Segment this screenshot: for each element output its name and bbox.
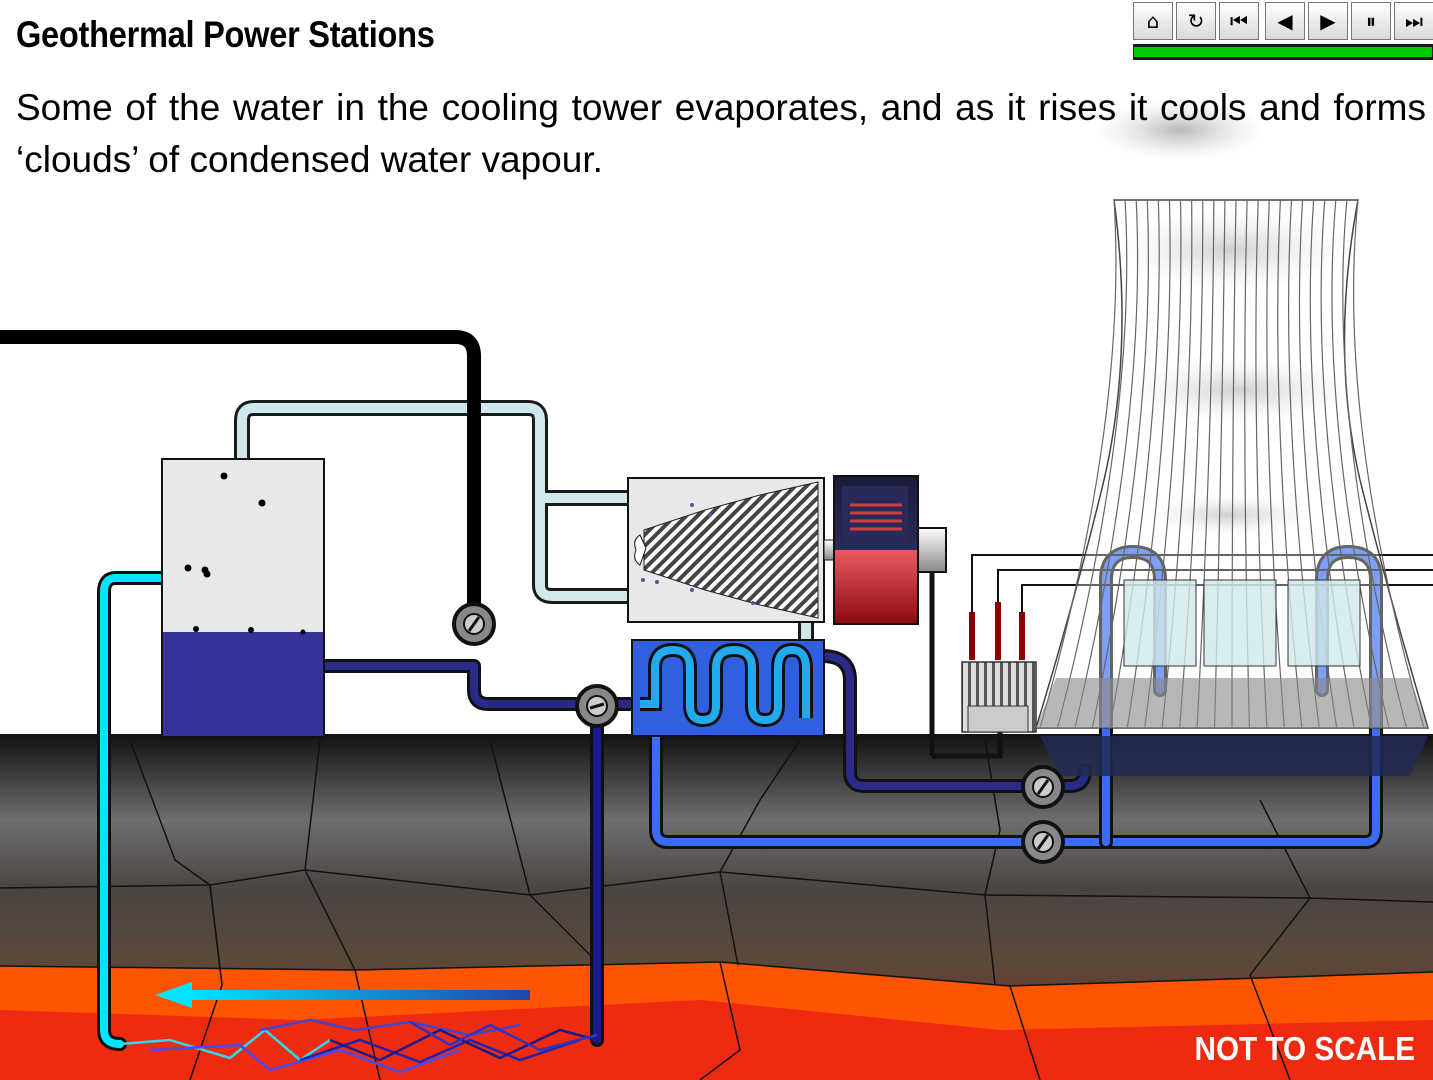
valve-4 (1021, 820, 1065, 864)
tower-rib (1331, 199, 1390, 729)
pause-button[interactable]: ⏸ (1351, 2, 1391, 40)
pause-icon: ⏸ (1366, 9, 1376, 33)
rock-fractures (119, 1018, 598, 1074)
valves (452, 602, 1065, 864)
skip-to-start-icon: ⏮ (1230, 9, 1248, 33)
progress-fill (1134, 47, 1432, 57)
step-back-icon: ◀ (1277, 9, 1293, 33)
home-button[interactable]: ⌂ (1133, 2, 1173, 40)
tower-rib (1266, 199, 1285, 729)
valve-2 (575, 684, 619, 728)
ground (0, 734, 1433, 1080)
last-slide-button[interactable]: ⏭ (1394, 2, 1433, 40)
tower-rib (1353, 199, 1425, 729)
extraction-pipe (0, 330, 481, 622)
flow-arrow (155, 982, 530, 1008)
separator-tank (161, 458, 325, 738)
tower-rib (1196, 199, 1215, 729)
skip-to-end-icon: ⏭ (1405, 9, 1423, 33)
hot-water-pipe (97, 571, 169, 1051)
cooling-tower (1034, 199, 1430, 776)
page-title: Geothermal Power Stations (16, 14, 435, 55)
replay-icon: ↻ (1187, 9, 1205, 33)
progress-bar (1133, 44, 1433, 60)
tower-rib (1056, 199, 1128, 729)
next-button[interactable]: ▶ (1308, 2, 1348, 40)
first-slide-button[interactable]: ⏮ (1219, 2, 1259, 40)
valve-1 (452, 602, 496, 646)
vapour-clouds (1095, 100, 1350, 535)
generator (823, 475, 1003, 759)
previous-button[interactable]: ◀ (1265, 2, 1305, 40)
tower-rib (1074, 199, 1139, 729)
condenser (631, 639, 825, 737)
playback-toolbar: ⌂ ↻ ⏮ ◀ ▶ ⏸ ⏭ (1133, 2, 1433, 60)
replay-button[interactable]: ↻ (1176, 2, 1216, 40)
tower-rib (1039, 199, 1117, 729)
return-water-pipes (315, 649, 1092, 1047)
tower-rib (1091, 199, 1150, 729)
house-icon: ⌂ (1146, 9, 1160, 33)
slide-caption: Some of the water in the cooling tower e… (16, 87, 1426, 180)
step-forward-icon: ▶ (1320, 9, 1336, 33)
tower-rib (1342, 199, 1408, 729)
transformer (961, 554, 1433, 733)
turbine (627, 477, 825, 623)
valve-3 (1021, 765, 1065, 809)
not-to-scale-note: NOT TO SCALE (1194, 1030, 1415, 1067)
